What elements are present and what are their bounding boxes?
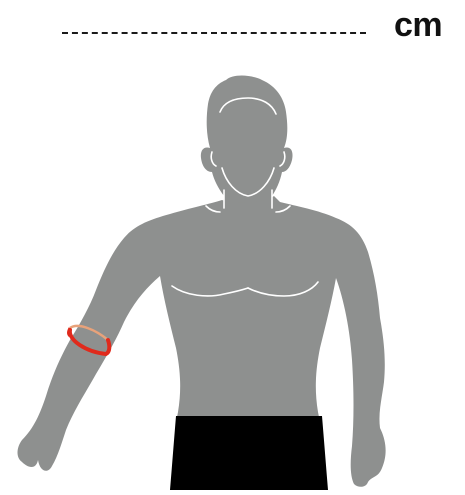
tape-left-edge: [69, 328, 71, 336]
body-figure: [0, 60, 465, 490]
measurement-input-row: cm: [62, 8, 462, 48]
male-silhouette-illustration: [0, 60, 465, 490]
measurement-blank-line[interactable]: [62, 32, 366, 34]
shorts-shape: [170, 416, 328, 490]
unit-label: cm: [394, 8, 442, 42]
head-shape: [201, 76, 293, 213]
